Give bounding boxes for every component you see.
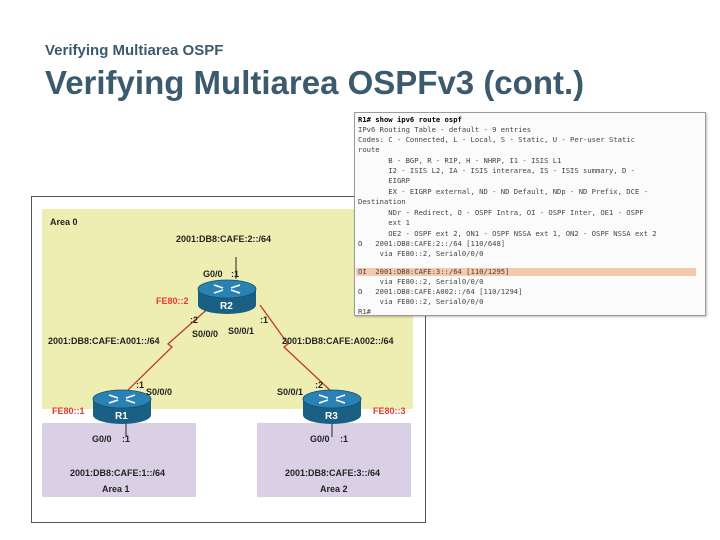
console-line: O 2001:DB8:CAFE:2::/64 [110/648]	[358, 239, 506, 248]
router-icon	[302, 389, 362, 424]
r2-lan-network: 2001:DB8:CAFE:2::/64	[176, 234, 272, 244]
console-line: via FE80::2, Serial0/0/0	[358, 277, 484, 286]
console-line: NDr - Redirect, O - OSPF Intra, OI - OSP…	[358, 208, 644, 217]
router-icon	[92, 389, 152, 424]
r3-g00-label: G0/0	[310, 434, 330, 444]
r3-g00-id: :1	[340, 434, 349, 444]
network-links	[125, 257, 333, 437]
slide-title: Verifying Multiarea OSPFv3 (cont.)	[45, 64, 585, 101]
r1-s00-id: :1	[136, 380, 145, 390]
console-line: EIGRP	[358, 176, 410, 185]
console-line: Destination	[358, 197, 406, 206]
console-line: I2 - ISIS L2, IA - ISIS interarea, IS - …	[358, 166, 635, 175]
area-1-label: Area 1	[102, 484, 130, 494]
r2-s01-label: S0/0/1	[228, 326, 255, 336]
router-r3[interactable]: R3	[300, 387, 364, 427]
console-line: IPv6 Routing Table - default - 9 entries	[358, 125, 532, 134]
console-line: B - BGP, R - RIP, H - NHRP, I1 - ISIS L1	[358, 156, 562, 165]
slide-subtitle: Verifying Multiarea OSPF	[45, 42, 224, 59]
r3-lan-network: 2001:DB8:CAFE:3::/64	[285, 468, 381, 478]
area-0-label: Area 0	[50, 217, 78, 227]
r1-g00-label: G0/0	[92, 434, 112, 444]
link-a002-network: 2001:DB8:CAFE:A002::/64	[282, 336, 394, 346]
r2-s01-id: :1	[260, 315, 269, 325]
r1-lan-network: 2001:DB8:CAFE:1::/64	[70, 468, 166, 478]
r3-link-local: FE80::3	[373, 406, 406, 416]
console-line: via FE80::2, Serial0/0/0	[358, 249, 484, 258]
router-r2[interactable]: R2	[195, 277, 259, 317]
r3-s01-label: S0/0/1	[277, 387, 304, 397]
r1-link-local: FE80::1	[52, 406, 85, 416]
console-line: Codes: C - Connected, L - Local, S - Sta…	[358, 135, 635, 144]
r3-s01-id: :2	[315, 380, 324, 390]
r1-g00-id: :1	[122, 434, 131, 444]
r2-g00-id: :1	[231, 269, 240, 279]
router-r1-label: R1	[115, 411, 128, 422]
router-r2-label: R2	[220, 301, 233, 312]
router-icon	[197, 279, 257, 314]
console-line: R1# show ipv6 route ospf	[358, 115, 462, 124]
serial-link-r2-r3	[259, 304, 333, 393]
r2-link-local: FE80::2	[156, 296, 189, 306]
area-2-zone	[257, 423, 411, 497]
console-line: OE2 - OSPF ext 2, ON1 - OSPF NSSA ext 1,…	[358, 229, 657, 238]
link-a001-network: 2001:DB8:CAFE:A001::/64	[48, 336, 160, 346]
router-r1[interactable]: R1	[90, 387, 154, 427]
console-line: OI 2001:DB8:CAFE:3::/64 [110/1295]	[358, 267, 510, 276]
r1-s00-label: S0/0/0	[146, 387, 173, 397]
r2-s00-id: :2	[190, 315, 199, 325]
router-r3-label: R3	[325, 411, 338, 422]
serial-link-r1-r2	[125, 304, 213, 393]
area-1-zone	[42, 423, 196, 497]
area-2-label: Area 2	[320, 484, 348, 494]
console-line: via FE80::2, Serial0/0/0	[358, 297, 484, 306]
r2-s00-label: S0/0/0	[192, 329, 219, 339]
r2-g00-label: G0/0	[203, 269, 223, 279]
console-line: EX - EIGRP external, ND - ND Default, ND…	[358, 187, 648, 196]
console-output: R1# show ipv6 route ospf IPv6 Routing Ta…	[354, 112, 706, 316]
console-line: R1#	[358, 307, 371, 316]
console-line: ext 1	[358, 218, 410, 227]
highlighted-route	[356, 268, 696, 276]
console-line: route	[358, 145, 380, 154]
console-line: O 2001:DB8:CAFE:A002::/64 [110/1294]	[358, 287, 523, 296]
